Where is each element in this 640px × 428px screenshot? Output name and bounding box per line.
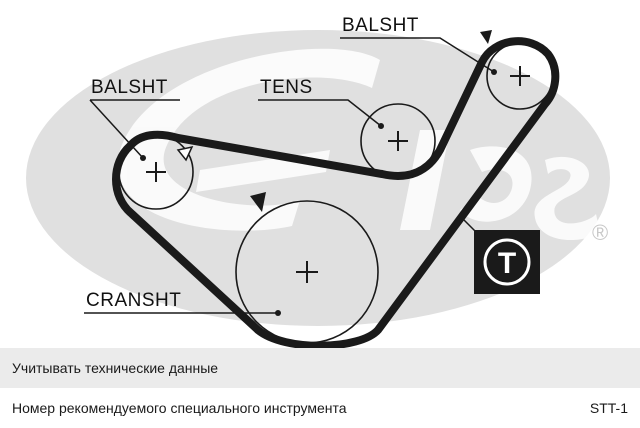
timing-belt-diagram: ® BALSHT BALSHT TENS CRANSHT <box>26 15 610 348</box>
leader-balsht-right <box>340 37 495 73</box>
timing-belt <box>112 37 560 348</box>
center-cross-balsht-left <box>146 162 166 182</box>
arrow-balsht-left <box>176 145 194 162</box>
special-tool-label: Номер рекомендуемого специального инстру… <box>12 400 347 416</box>
tool-badge-letter: T <box>498 247 516 280</box>
special-tool-row: Номер рекомендуемого специального инстру… <box>0 388 640 428</box>
registered-mark: ® <box>592 220 608 245</box>
label-balsht-left: BALSHT <box>91 77 168 98</box>
label-balsht-right: BALSHT <box>342 15 419 36</box>
center-cross-crankshaft <box>296 261 318 283</box>
label-cranksht: CRANSHT <box>86 290 181 311</box>
special-tool-value: STT-1 <box>589 400 628 416</box>
leader-tens <box>258 99 382 127</box>
label-tens: TENS <box>260 77 313 98</box>
special-tool-badge: T <box>474 230 540 294</box>
arrow-balsht-right <box>480 30 492 44</box>
arrow-crankshaft <box>250 192 266 212</box>
technical-data-notice: Учитывать технические данные <box>0 348 640 388</box>
pulley-centers <box>146 66 530 283</box>
center-cross-balsht-right <box>510 66 530 86</box>
direction-arrows <box>176 30 492 212</box>
center-cross-tensioner <box>388 131 408 151</box>
leader-balsht-left <box>89 99 180 159</box>
notice-text: Учитывать технические данные <box>12 360 219 376</box>
